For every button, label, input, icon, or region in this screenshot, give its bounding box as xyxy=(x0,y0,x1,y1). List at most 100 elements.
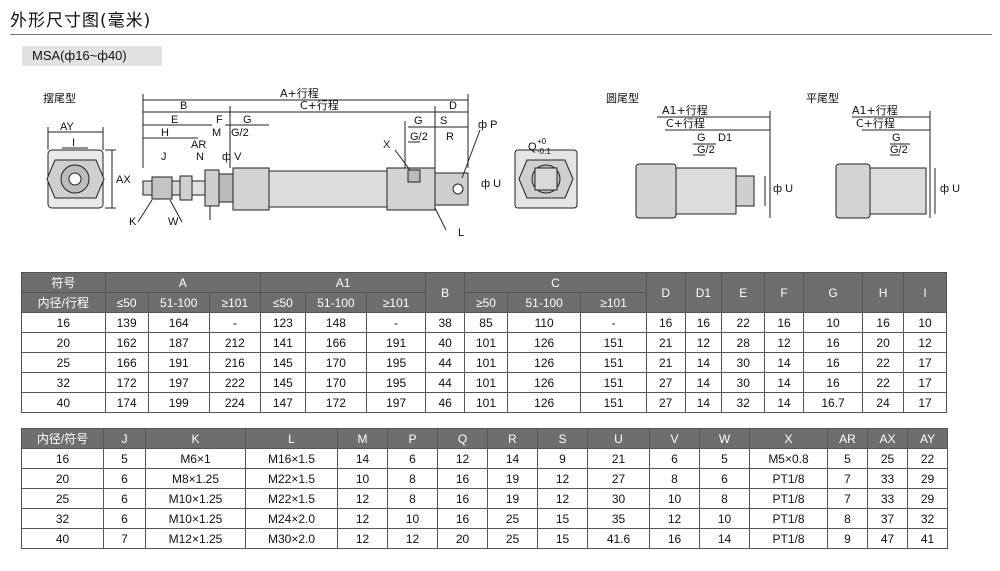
value-cell: 170 xyxy=(304,352,368,373)
value-cell: 16 xyxy=(862,312,904,333)
value-cell: 17 xyxy=(902,372,948,393)
value-cell: - xyxy=(208,312,261,333)
dim-g2: G/2 xyxy=(231,127,249,139)
bore-cell: 16 xyxy=(21,312,106,333)
value-cell: 14 xyxy=(764,372,804,393)
bore-cell: 25 xyxy=(21,488,104,509)
header-stroke-range: ≤50 xyxy=(104,292,149,313)
value-cell: 12 xyxy=(537,488,588,509)
value-cell: 110 xyxy=(506,312,582,333)
value-cell: 195 xyxy=(366,352,427,373)
value-cell: 195 xyxy=(366,372,427,393)
header-cell: S xyxy=(537,428,588,449)
value-cell: 44 xyxy=(425,352,466,373)
header-cell: J xyxy=(103,428,146,449)
value-cell: 22 xyxy=(862,352,904,373)
value-cell: 12 xyxy=(337,528,388,549)
dim-q-tol-dn: -0.1 xyxy=(537,147,551,156)
value-cell: 191 xyxy=(366,332,427,353)
value-cell: 14 xyxy=(487,448,538,469)
value-cell: 41 xyxy=(907,528,948,549)
header-c: C xyxy=(464,272,647,293)
value-cell: 15 xyxy=(537,528,588,549)
value-cell: 12 xyxy=(387,528,438,549)
header-stroke-range: ≥101 xyxy=(366,292,427,313)
header-i: I xyxy=(902,272,948,313)
value-cell: 9 xyxy=(537,448,588,469)
value-cell: 16 xyxy=(802,372,864,393)
round-dim-a1: A1+行程 xyxy=(662,104,708,117)
value-cell: 6 xyxy=(103,508,146,529)
value-cell: 27 xyxy=(645,372,686,393)
value-cell: 8 xyxy=(699,488,750,509)
value-cell: 222 xyxy=(208,372,261,393)
dim-d: D xyxy=(449,100,457,112)
dim-h: H xyxy=(161,127,169,139)
value-cell: 148 xyxy=(304,312,368,333)
header-b: B xyxy=(425,272,466,313)
value-cell: 12 xyxy=(537,468,588,489)
header-e: E xyxy=(721,272,766,313)
value-cell: 25 xyxy=(487,508,538,529)
header-cell: M xyxy=(337,428,388,449)
round-tail-label: 圆尾型 xyxy=(606,91,639,105)
value-cell: 16 xyxy=(764,312,804,333)
header-symbol: 符号 xyxy=(21,272,106,293)
value-cell: M6×1 xyxy=(145,448,246,469)
value-cell: 101 xyxy=(464,332,508,353)
value-cell: 170 xyxy=(304,372,368,393)
value-cell: M16×1.5 xyxy=(245,448,338,469)
value-cell: 21 xyxy=(645,352,686,373)
value-cell: 139 xyxy=(104,312,149,333)
value-cell: 16 xyxy=(437,488,488,509)
value-cell: 47 xyxy=(867,528,908,549)
value-cell: 8 xyxy=(387,488,438,509)
value-cell: 14 xyxy=(764,392,804,413)
value-cell: 10 xyxy=(649,488,700,509)
swing-tail-label: 摆尾型 xyxy=(43,91,76,105)
dim-m: M xyxy=(212,127,221,139)
dim-j: J xyxy=(161,151,167,163)
value-cell: 9 xyxy=(827,528,868,549)
value-cell: 172 xyxy=(304,392,368,413)
header-cell: L xyxy=(245,428,338,449)
value-cell: PT1/8 xyxy=(749,508,828,529)
value-cell: M30×2.0 xyxy=(245,528,338,549)
value-cell: 145 xyxy=(259,352,306,373)
bore-cell: 25 xyxy=(21,352,106,373)
value-cell: 16.7 xyxy=(802,392,864,413)
header-stroke-range: 51-100 xyxy=(304,292,368,313)
dim-n: N xyxy=(196,151,204,163)
value-cell: 101 xyxy=(464,352,508,373)
header-cell: AY xyxy=(907,428,948,449)
value-cell: 8 xyxy=(649,468,700,489)
value-cell: 21 xyxy=(587,448,650,469)
dim-i: I xyxy=(72,137,75,149)
page-title: 外形尺寸图(毫米) xyxy=(10,11,152,31)
bore-cell: 32 xyxy=(21,508,104,529)
dim-g2-right: G/2 xyxy=(410,131,428,143)
value-cell: 7 xyxy=(827,488,868,509)
value-cell: M24×2.0 xyxy=(245,508,338,529)
value-cell: 10 xyxy=(802,312,864,333)
value-cell: 17 xyxy=(902,392,948,413)
header-cell: P xyxy=(387,428,438,449)
dim-k: K xyxy=(129,216,137,228)
header-cell: K xyxy=(145,428,246,449)
value-cell: 12 xyxy=(337,508,388,529)
value-cell: 19 xyxy=(487,488,538,509)
value-cell: 12 xyxy=(684,332,723,353)
header-cell: X xyxy=(749,428,828,449)
value-cell: 10 xyxy=(902,312,948,333)
flat-dim-u: ф U xyxy=(940,183,960,195)
header-stroke-range: ≥50 xyxy=(464,292,508,313)
value-cell: 141 xyxy=(259,332,306,353)
value-cell: 29 xyxy=(907,488,948,509)
header-stroke-range: 51-100 xyxy=(147,292,210,313)
value-cell: 16 xyxy=(645,312,686,333)
